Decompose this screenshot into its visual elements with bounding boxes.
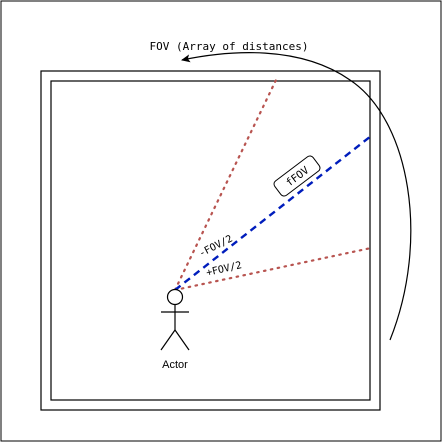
minus-half-fov-label: -FOV/2 [197, 233, 234, 259]
fov-right-edge-ray [173, 246, 373, 292]
room-inner-wall [50, 80, 371, 401]
actor-left-leg [160, 329, 176, 351]
actor-right-leg [174, 329, 190, 351]
fov-array-arrow [181, 52, 412, 341]
room-outer-wall [40, 70, 381, 411]
actor-head [166, 288, 184, 306]
actor-label: Actor [162, 359, 188, 371]
center-ray-label-box: fFOV [273, 155, 321, 197]
fov-center-ray [174, 135, 372, 291]
actor-figure [160, 288, 190, 351]
fov-array-label: FOV (Array of distances) [150, 40, 309, 53]
fov-left-edge-ray [173, 78, 278, 292]
